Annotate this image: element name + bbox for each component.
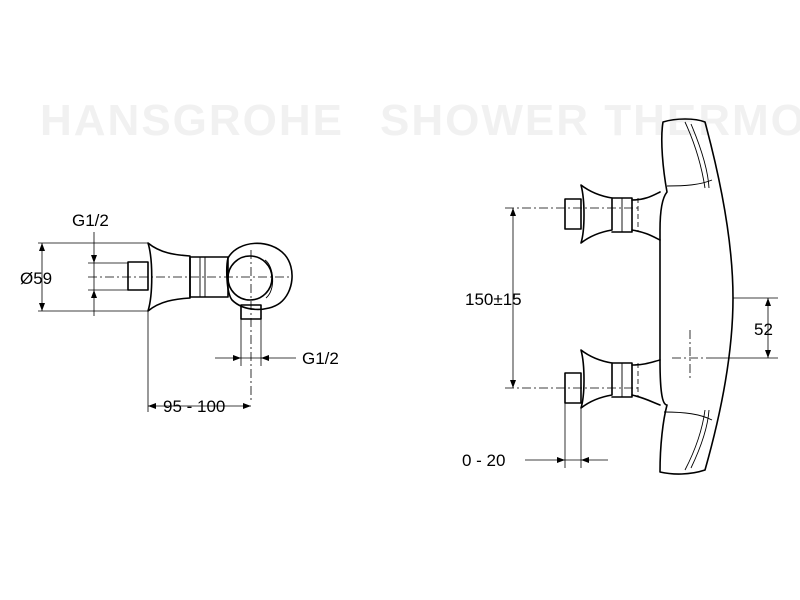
front-upper-flange: [580, 184, 613, 244]
front-lower-join-bottom: [631, 394, 661, 406]
arrow-52-bottom: [765, 350, 771, 358]
arrow-52-top: [765, 298, 771, 306]
front-lower-flange: [580, 349, 613, 409]
side-wall-flange: [147, 242, 191, 312]
arrow-inlet-bottom: [91, 290, 97, 298]
side-body-circle: [227, 255, 273, 301]
front-cap-top-edge: [666, 179, 713, 187]
side-view: Ø59 G1/2 G1/2 95 - 100: [20, 211, 339, 416]
arrow-diameter-top: [39, 243, 45, 251]
arrow-depth-right: [243, 403, 251, 409]
front-upper-join-top: [631, 191, 661, 201]
side-inlet-stub: [127, 261, 149, 291]
front-cap-bottom-edge: [663, 411, 713, 421]
arrow-spacing-bottom: [510, 380, 516, 388]
label-diameter: Ø59: [20, 269, 52, 288]
arrow-wall-right: [581, 457, 589, 463]
arrow-wall-left: [557, 457, 565, 463]
arrow-inlet-top: [91, 255, 97, 263]
arrow-spacing-top: [510, 208, 516, 216]
arrow-diameter-bottom: [39, 303, 45, 311]
label-inlet-spacing: 150±15: [465, 290, 522, 309]
arrow-outlet-right: [261, 355, 269, 361]
front-view: 150±15 52 0 - 20: [462, 118, 778, 475]
label-wall-offset: 0 - 20: [462, 451, 505, 470]
front-body: [659, 118, 734, 475]
label-outlet-thread: G1/2: [302, 349, 339, 368]
watermark-left: HANSGROHE: [40, 96, 344, 145]
label-inlet-thread: G1/2: [72, 211, 109, 230]
front-lower-join-top: [631, 359, 661, 366]
watermark-right: SHOWER THERMOSTAT: [380, 96, 800, 145]
front-cap-top-line-2: [690, 123, 710, 189]
arrow-outlet-left: [233, 355, 241, 361]
label-outlet-offset: 52: [754, 320, 773, 339]
front-cap-bottom-line: [684, 409, 706, 471]
front-upper-join-bottom: [631, 229, 661, 241]
side-body-arc: [264, 259, 274, 299]
front-upper-stub: [564, 198, 582, 230]
front-cap-bottom-line-2: [690, 409, 710, 469]
label-depth: 95 - 100: [163, 397, 225, 416]
front-cap-top-line: [684, 121, 706, 189]
arrow-depth-left: [148, 403, 156, 409]
side-body: [226, 242, 293, 311]
